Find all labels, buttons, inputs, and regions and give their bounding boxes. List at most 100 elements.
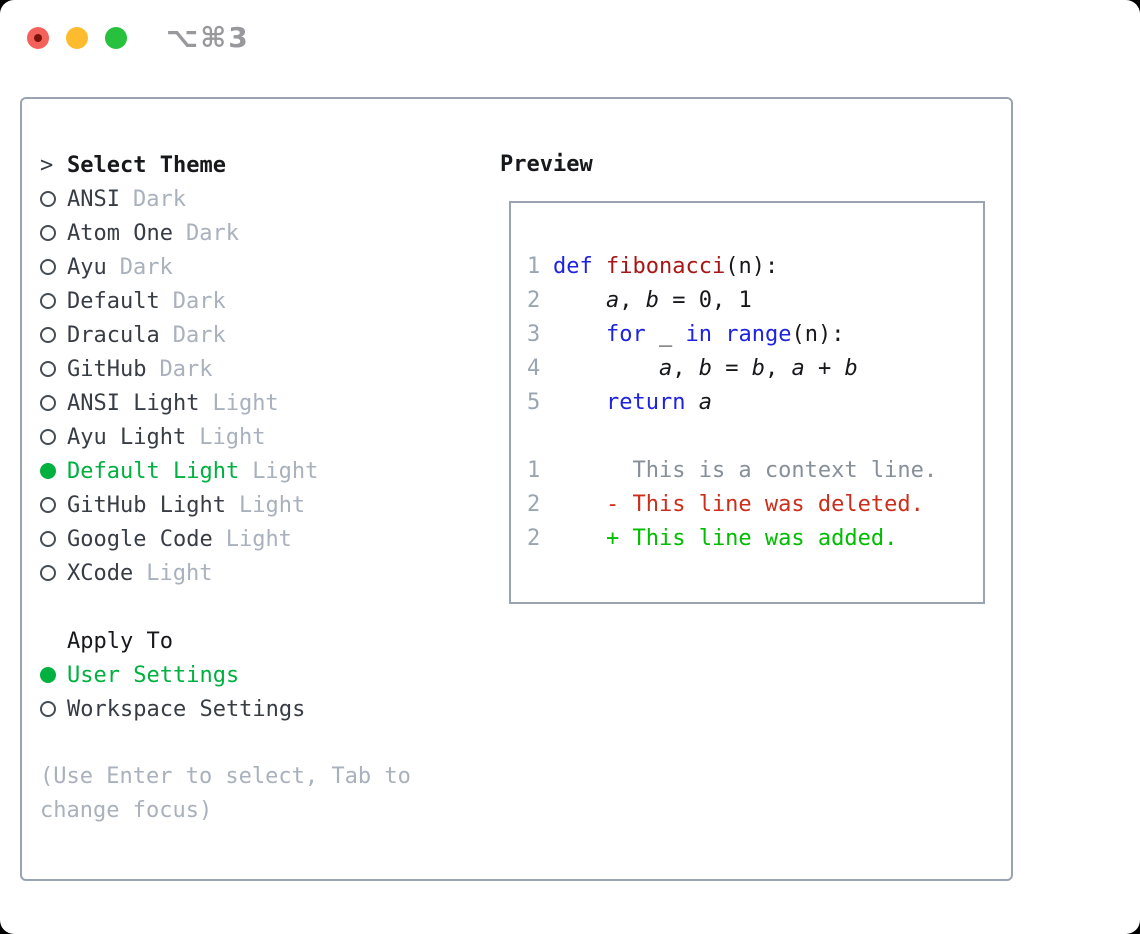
code-segment: a [605, 288, 620, 313]
theme-option-name: GitHub [67, 356, 147, 382]
theme-option-name: ANSI [67, 186, 120, 212]
code-segment: , [672, 356, 699, 381]
apply-option[interactable]: Workspace Settings [40, 692, 460, 726]
code-segment: + This line was added. [553, 526, 898, 551]
theme-option[interactable]: Ayu Dark [40, 250, 460, 284]
prompt-icon: > [40, 152, 54, 178]
line-number: 1 [527, 254, 541, 279]
radio-icon [40, 531, 67, 547]
line-number: 3 [527, 322, 541, 347]
code-segment: b [751, 356, 765, 381]
theme-option-name: Ayu [67, 254, 107, 280]
theme-option-name: XCode [67, 560, 134, 586]
theme-option-tag: Light [199, 424, 266, 450]
radio-icon [40, 361, 67, 377]
radio-icon [40, 225, 67, 241]
theme-option[interactable]: GitHub Dark [40, 352, 460, 386]
theme-option[interactable]: Google Code Light [40, 522, 460, 556]
code-segment [593, 254, 606, 279]
theme-option[interactable]: Default Light Light [40, 454, 460, 488]
theme-option-tag: Light [252, 458, 319, 484]
line-number: 2 [527, 288, 541, 313]
code-segment: b [698, 356, 712, 381]
theme-option-name: GitHub Light [67, 492, 226, 518]
code-segment: return [605, 390, 686, 415]
theme-option[interactable]: ANSI Dark [40, 182, 460, 216]
theme-option-name: Dracula [67, 322, 160, 348]
zoom-button-icon[interactable] [105, 27, 127, 49]
theme-option-tag: Dark [132, 186, 186, 212]
code-line: 2 a, b = 0, 1 [527, 284, 983, 318]
code-segment [553, 356, 659, 381]
line-number: 2 [527, 492, 541, 517]
theme-option-name: Google Code [67, 526, 213, 552]
code-segment: = 0, 1 [658, 288, 752, 313]
minimize-button-icon[interactable] [66, 27, 88, 49]
close-button-dot-icon [34, 34, 42, 42]
apply-option[interactable]: User Settings [40, 658, 460, 692]
code-segment: fibonacci [606, 254, 726, 279]
theme-option-tag: Dark [119, 254, 173, 280]
code-line: 1 This is a context line. [527, 454, 983, 488]
code-line: 4 a, b = b, a + b [527, 352, 983, 386]
theme-option-name: Default Light [67, 458, 240, 484]
radio-icon [40, 259, 67, 275]
code-line: 2 - This line was deleted. [527, 488, 983, 522]
code-segment: a [658, 356, 673, 381]
radio-icon [40, 497, 67, 513]
radio-icon [40, 395, 67, 411]
select-theme-heading: Select Theme [67, 152, 226, 178]
theme-option[interactable]: Default Dark [40, 284, 460, 318]
code-segment: (n): [791, 322, 845, 347]
theme-option-name: Default [67, 288, 160, 314]
code-segment [553, 322, 606, 347]
apply-option-label: User Settings [67, 662, 240, 688]
line-number: 1 [527, 458, 541, 483]
help-text: (Use Enter to select, Tab to change focu… [40, 764, 411, 823]
code-segment: , [764, 356, 792, 381]
close-button-icon[interactable] [27, 27, 49, 49]
theme-option-tag: Dark [172, 288, 226, 314]
preview-heading: Preview [500, 152, 593, 177]
code-segment [712, 322, 725, 347]
line-number: 2 [527, 526, 541, 551]
select-theme-header-row: > Select Theme [40, 148, 460, 182]
apply-option-label: Workspace Settings [67, 696, 306, 722]
code-segment [685, 390, 698, 415]
radio-icon [40, 327, 67, 343]
window-shortcut-label: ⌥⌘3 [166, 21, 250, 54]
line-number: 5 [527, 390, 541, 415]
code-segment: - This line was deleted. [553, 492, 924, 517]
radio-selected-icon [40, 667, 67, 683]
code-segment: _ [645, 322, 686, 347]
code-line: 5 return a [527, 386, 983, 420]
theme-option-name: ANSI Light [67, 390, 200, 416]
code-segment: b [645, 288, 659, 313]
theme-option-tag: Dark [172, 322, 226, 348]
theme-option-name: Atom One [67, 220, 173, 246]
theme-option[interactable]: Dracula Dark [40, 318, 460, 352]
line-number: 4 [527, 356, 541, 381]
radio-icon [40, 565, 67, 581]
section-gap [40, 590, 460, 624]
theme-option-tag: Light [225, 526, 292, 552]
theme-option-tag: Dark [159, 356, 213, 382]
radio-icon [40, 191, 67, 207]
code-segment: for [605, 322, 646, 347]
radio-icon [40, 701, 67, 717]
code-segment: range [725, 322, 792, 347]
code-segment: This is a context line. [553, 458, 938, 483]
code-line: 3 for _ in range(n): [527, 318, 983, 352]
code-segment: = [711, 356, 752, 381]
